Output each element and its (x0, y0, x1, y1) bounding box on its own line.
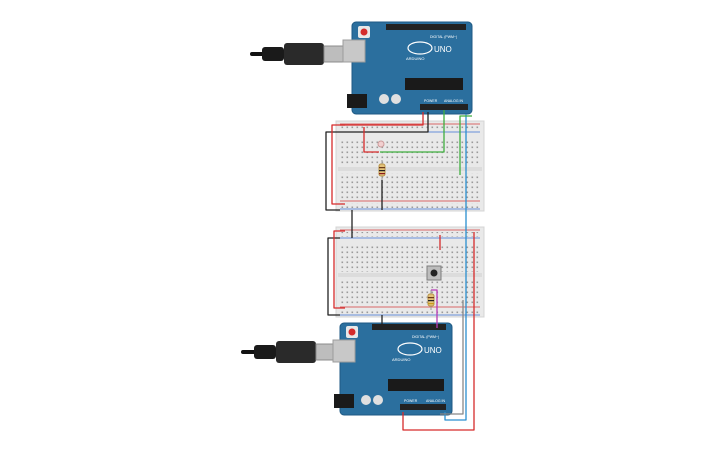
digital-pins-label: DIGITAL (PWM~) (412, 335, 439, 339)
board-brand-label: ARDUINO (392, 357, 410, 362)
board-model-label: UNO (434, 45, 452, 54)
wire-red[interactable] (363, 127, 379, 153)
atmega-chip (388, 379, 444, 391)
wire-gray[interactable] (440, 300, 464, 415)
analog-pins-label: ANALOG IN (444, 99, 464, 103)
wire-magenta[interactable] (431, 289, 438, 328)
usb-port (342, 39, 366, 63)
wire-green[interactable] (459, 115, 472, 175)
arduino-uno-top[interactable]: UNO ARDUINO DIGITAL (PWM~) POWER ANALOG … (342, 21, 473, 115)
breadboard-bottom[interactable] (335, 226, 485, 318)
wire-red[interactable] (331, 124, 345, 205)
arduino-uno-bottom[interactable]: UNO ARDUINO DIGITAL (PWM~) POWER ANALOG … (332, 322, 453, 416)
usb-cable-bottom[interactable] (241, 341, 339, 363)
pushbutton[interactable] (426, 265, 442, 281)
wire-red[interactable] (402, 232, 475, 431)
wire-red[interactable] (333, 230, 345, 309)
wire-blue[interactable] (444, 114, 467, 421)
wire-black[interactable] (325, 131, 340, 211)
led[interactable] (377, 140, 385, 148)
breadboard-top[interactable] (335, 120, 485, 212)
wires[interactable] (325, 110, 475, 431)
board-model-label: UNO (424, 346, 442, 355)
analog-pins-label: ANALOG IN (426, 399, 446, 403)
usb-port (332, 339, 356, 363)
digital-pins-label: DIGITAL (PWM~) (430, 35, 457, 39)
wire-red[interactable] (340, 112, 424, 126)
power-pins-label: POWER (404, 399, 418, 403)
wire-green[interactable] (380, 110, 445, 153)
resistor-top[interactable] (378, 160, 386, 180)
usb-cable-top[interactable] (250, 43, 347, 65)
resistor-bottom[interactable] (427, 290, 435, 310)
power-jack (347, 94, 367, 108)
power-jack (334, 394, 354, 408)
atmega-chip (405, 78, 463, 90)
board-brand-label: ARDUINO (406, 56, 424, 61)
wire-black[interactable] (340, 112, 429, 133)
power-pins-label: POWER (424, 99, 438, 103)
